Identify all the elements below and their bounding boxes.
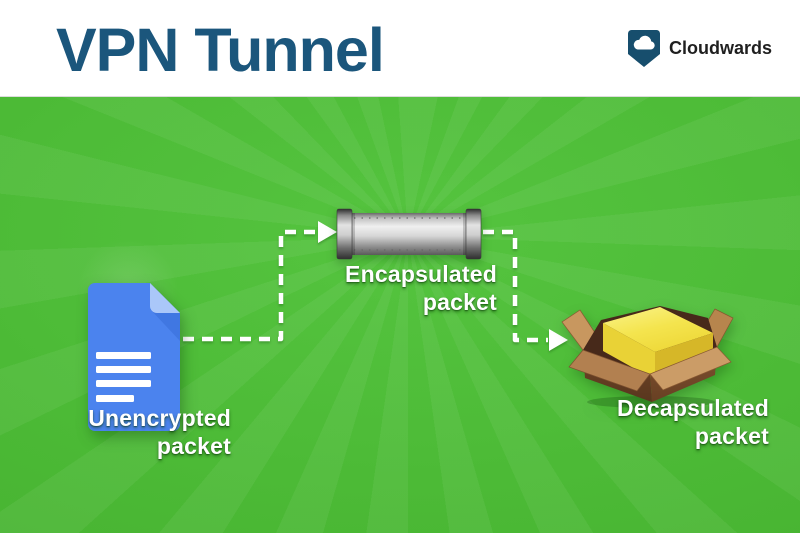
unencrypted-label-line2: packet (156, 433, 231, 459)
pipe-icon (336, 208, 482, 260)
encapsulated-label-line2: packet (422, 289, 497, 315)
unencrypted-label-line1: Unencrypted (88, 405, 231, 431)
cube-top-face (603, 307, 713, 352)
arrow-pipe-to-box (483, 229, 548, 343)
unencrypted-packet-label: Unencrypted packet (88, 404, 231, 460)
cloud-shield-icon (627, 29, 660, 67)
header: VPN Tunnel Cloudwards (0, 0, 800, 97)
brand-logo: Cloudwards (627, 0, 772, 97)
arrow-doc-to-pipe (183, 229, 317, 342)
brand-name: Cloudwards (668, 38, 772, 58)
decapsulated-packet-label: Decapsulated packet (617, 394, 769, 450)
open-box-icon (561, 306, 734, 408)
flow-arrows (183, 221, 568, 351)
cube-left-face (603, 323, 655, 380)
diagram-canvas: Unencrypted packet (0, 97, 800, 533)
box-front-right-flap (649, 346, 732, 391)
document-icon (88, 283, 180, 431)
arrowhead-into-box (549, 329, 568, 351)
decapsulated-label-line1: Decapsulated (617, 395, 769, 421)
encapsulated-label-line1: Encapsulated (345, 261, 497, 287)
encapsulated-packet-label: Encapsulated packet (345, 260, 497, 316)
decapsulated-label-line2: packet (694, 423, 769, 449)
box-front-left-flap (568, 349, 651, 392)
page-title: VPN Tunnel (56, 16, 385, 84)
arrowhead-into-pipe (318, 221, 337, 243)
